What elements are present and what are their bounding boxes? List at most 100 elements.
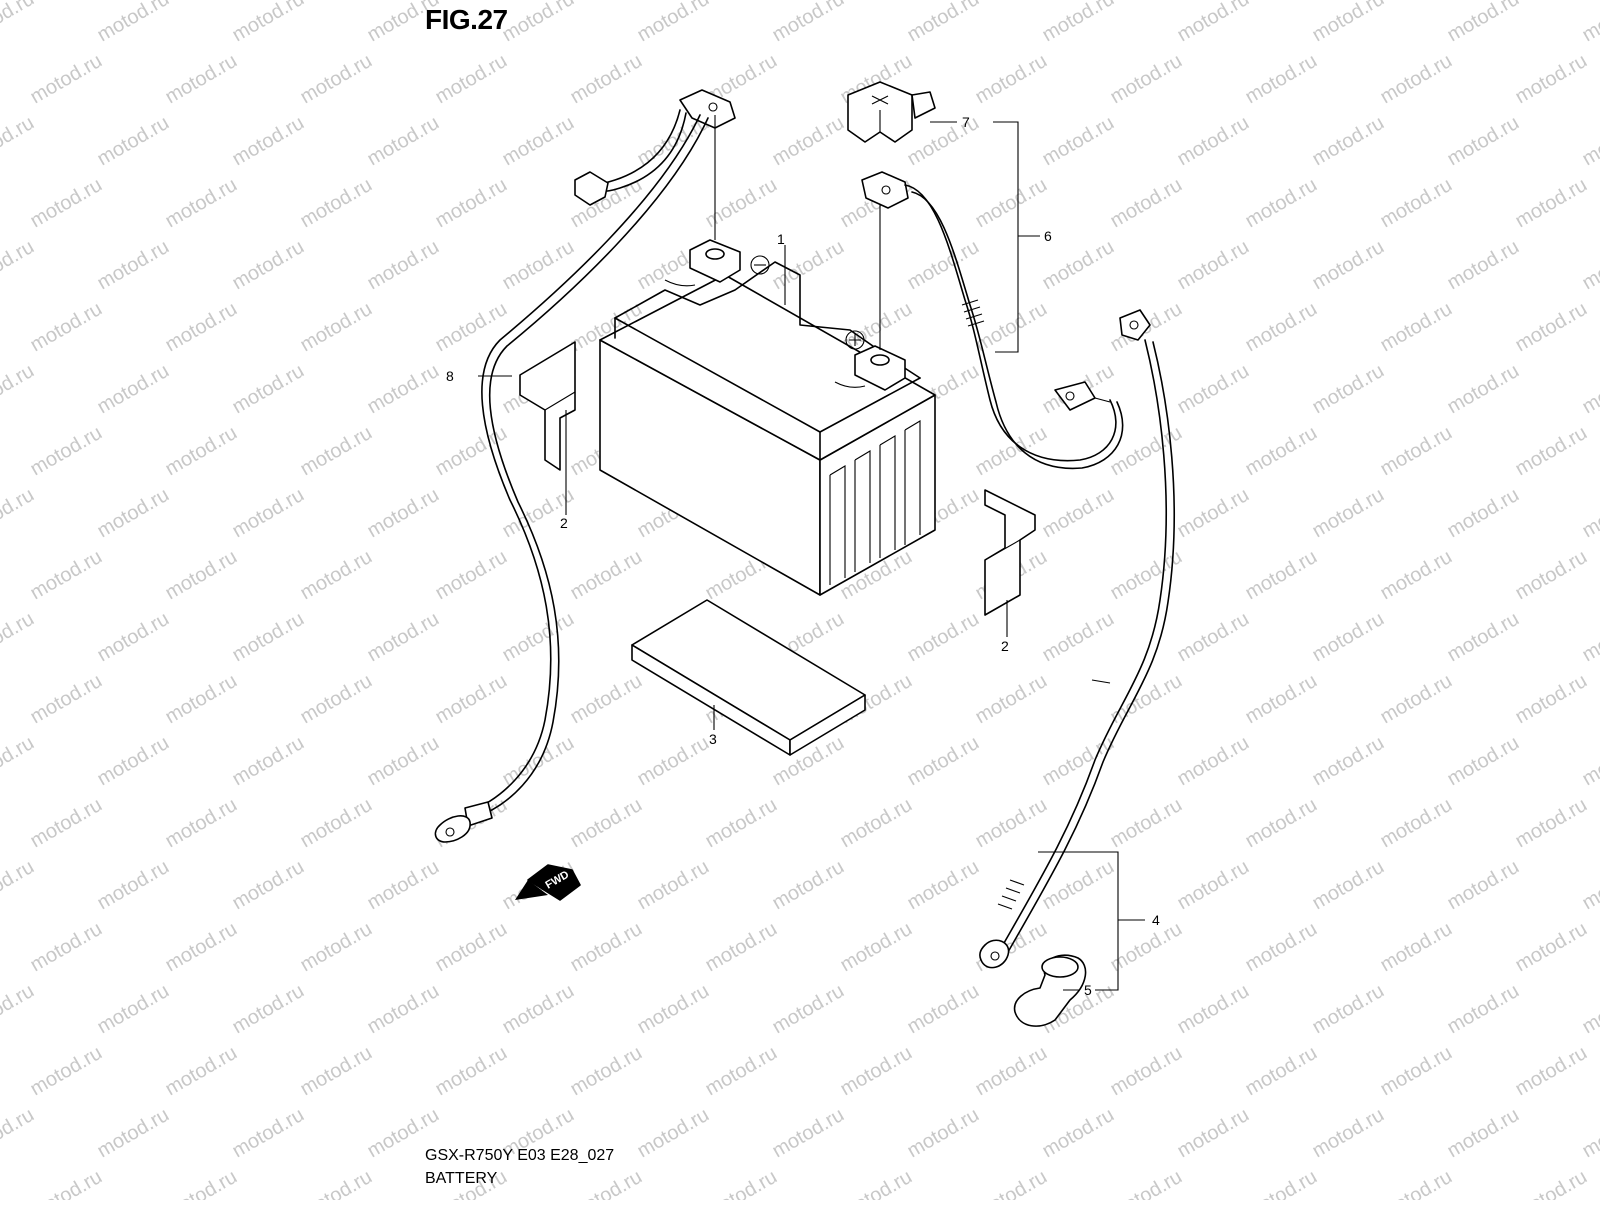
watermark-text: motod.ru bbox=[499, 608, 578, 667]
watermark-text: motod.ru bbox=[1377, 546, 1456, 605]
watermark-text: motod.ru bbox=[1579, 236, 1600, 295]
watermark-text: motod.ru bbox=[297, 298, 376, 357]
watermark-text: motod.ru bbox=[1444, 112, 1523, 171]
watermark-text: motod.ru bbox=[229, 732, 308, 791]
watermark-text: motod.ru bbox=[432, 298, 511, 357]
callout-2-right: 2 bbox=[1001, 638, 1009, 654]
watermark-text: motod.ru bbox=[229, 608, 308, 667]
watermark-text: motod.ru bbox=[1444, 360, 1523, 419]
watermark-text: motod.ru bbox=[432, 50, 511, 109]
watermark-text: motod.ru bbox=[972, 1166, 1051, 1200]
watermark-text: motod.ru bbox=[229, 360, 308, 419]
watermark-text: motod.ru bbox=[229, 856, 308, 915]
watermark-text: motod.ru bbox=[94, 112, 173, 171]
watermark-text: motod.ru bbox=[364, 112, 443, 171]
watermark-text: motod.ru bbox=[229, 236, 308, 295]
watermark-text: motod.ru bbox=[702, 918, 781, 977]
watermark-text: motod.ru bbox=[0, 1104, 38, 1163]
watermark-text: motod.ru bbox=[1107, 546, 1186, 605]
watermark-text: motod.ru bbox=[904, 856, 983, 915]
watermark-text: motod.ru bbox=[1309, 732, 1388, 791]
watermark-text: motod.ru bbox=[229, 1104, 308, 1163]
watermark-text: motod.ru bbox=[1377, 670, 1456, 729]
watermark-text: motod.ru bbox=[1309, 980, 1388, 1039]
callout-4: 4 bbox=[1152, 912, 1160, 928]
watermark-text: motod.ru bbox=[162, 546, 241, 605]
watermark-text: motod.ru bbox=[769, 856, 848, 915]
watermark-text: motod.ru bbox=[1377, 422, 1456, 481]
watermark-text: motod.ru bbox=[1039, 484, 1118, 543]
watermark-text: motod.ru bbox=[297, 50, 376, 109]
watermark-text: motod.ru bbox=[1107, 670, 1186, 729]
watermark-text: motod.ru bbox=[1377, 50, 1456, 109]
watermark-text: motod.ru bbox=[1242, 298, 1321, 357]
watermark-text: motod.ru bbox=[1512, 174, 1591, 233]
watermark-text: motod.ru bbox=[1579, 484, 1600, 543]
watermark-text: motod.ru bbox=[567, 794, 646, 853]
watermark-text: motod.ru bbox=[1309, 236, 1388, 295]
watermark-text: motod.ru bbox=[1309, 0, 1388, 46]
watermark-text: motod.ru bbox=[1309, 1104, 1388, 1163]
watermark-text: motod.ru bbox=[702, 794, 781, 853]
watermark-text: motod.ru bbox=[0, 732, 38, 791]
watermark-text: motod.ru bbox=[1039, 856, 1118, 915]
watermark-text: motod.ru bbox=[229, 980, 308, 1039]
watermark-text: motod.ru bbox=[837, 1166, 916, 1200]
watermark-text: motod.ru bbox=[1107, 1042, 1186, 1101]
watermark-text: motod.ru bbox=[297, 174, 376, 233]
watermark-text: motod.ru bbox=[162, 918, 241, 977]
watermark-text: motod.ru bbox=[499, 980, 578, 1039]
watermark-text: motod.ru bbox=[1377, 1042, 1456, 1101]
watermark-text: motod.ru bbox=[499, 0, 578, 46]
watermark-text: motod.ru bbox=[1377, 298, 1456, 357]
watermark-text: motod.ru bbox=[432, 670, 511, 729]
watermark-text: motod.ru bbox=[94, 608, 173, 667]
watermark-text: motod.ru bbox=[702, 1166, 781, 1200]
callout-8: 8 bbox=[446, 368, 454, 384]
watermark-text: motod.ru bbox=[229, 112, 308, 171]
watermark-text: motod.ru bbox=[229, 0, 308, 46]
watermark-text: motod.ru bbox=[162, 1166, 241, 1200]
watermark-text: motod.ru bbox=[94, 484, 173, 543]
watermark-text: motod.ru bbox=[1444, 732, 1523, 791]
watermark-text: motod.ru bbox=[972, 298, 1051, 357]
watermark-text: motod.ru bbox=[634, 856, 713, 915]
watermark-text: motod.ru bbox=[1309, 484, 1388, 543]
watermark-text: motod.ru bbox=[1039, 236, 1118, 295]
watermark-text: motod.ru bbox=[27, 670, 106, 729]
callout-1: 1 bbox=[777, 231, 785, 247]
watermark-text: motod.ru bbox=[27, 918, 106, 977]
watermark-text: motod.ru bbox=[1242, 918, 1321, 977]
watermark-text: motod.ru bbox=[94, 856, 173, 915]
watermark-text: motod.ru bbox=[769, 0, 848, 46]
watermark-text: motod.ru bbox=[972, 670, 1051, 729]
watermark-text: motod.ru bbox=[837, 1042, 916, 1101]
watermark-text: motod.ru bbox=[1174, 236, 1253, 295]
watermark-text: motod.ru bbox=[432, 1042, 511, 1101]
watermark-text: motod.ru bbox=[1242, 174, 1321, 233]
watermark-text: motod.ru bbox=[1309, 608, 1388, 667]
watermark-text: motod.ru bbox=[162, 298, 241, 357]
watermark-text: motod.ru bbox=[1512, 670, 1591, 729]
watermark-text: motod.ru bbox=[0, 980, 38, 1039]
watermark-text: motod.ru bbox=[27, 1166, 106, 1200]
watermark-text: motod.ru bbox=[634, 732, 713, 791]
watermark-text: motod.ru bbox=[1242, 794, 1321, 853]
watermark-text: motod.ru bbox=[1377, 1166, 1456, 1200]
watermark-text: motod.ru bbox=[1512, 298, 1591, 357]
watermark-text: motod.ru bbox=[567, 1166, 646, 1200]
watermark-text: motod.ru bbox=[94, 236, 173, 295]
model-code: GSX-R750Y E03 E28_027 bbox=[425, 1147, 614, 1165]
watermark-text: motod.ru bbox=[364, 856, 443, 915]
watermark-text: motod.ru bbox=[1377, 174, 1456, 233]
watermark-text: motod.ru bbox=[297, 1042, 376, 1101]
watermark-text: motod.ru bbox=[499, 112, 578, 171]
watermark-text: motod.ru bbox=[0, 608, 38, 667]
section-name: BATTERY bbox=[425, 1170, 497, 1188]
watermark-text: motod.ru bbox=[1444, 236, 1523, 295]
watermark-text: motod.ru bbox=[1039, 0, 1118, 46]
figure-title: FIG.27 bbox=[425, 4, 508, 36]
watermark-text: motod.ru bbox=[1512, 1166, 1591, 1200]
